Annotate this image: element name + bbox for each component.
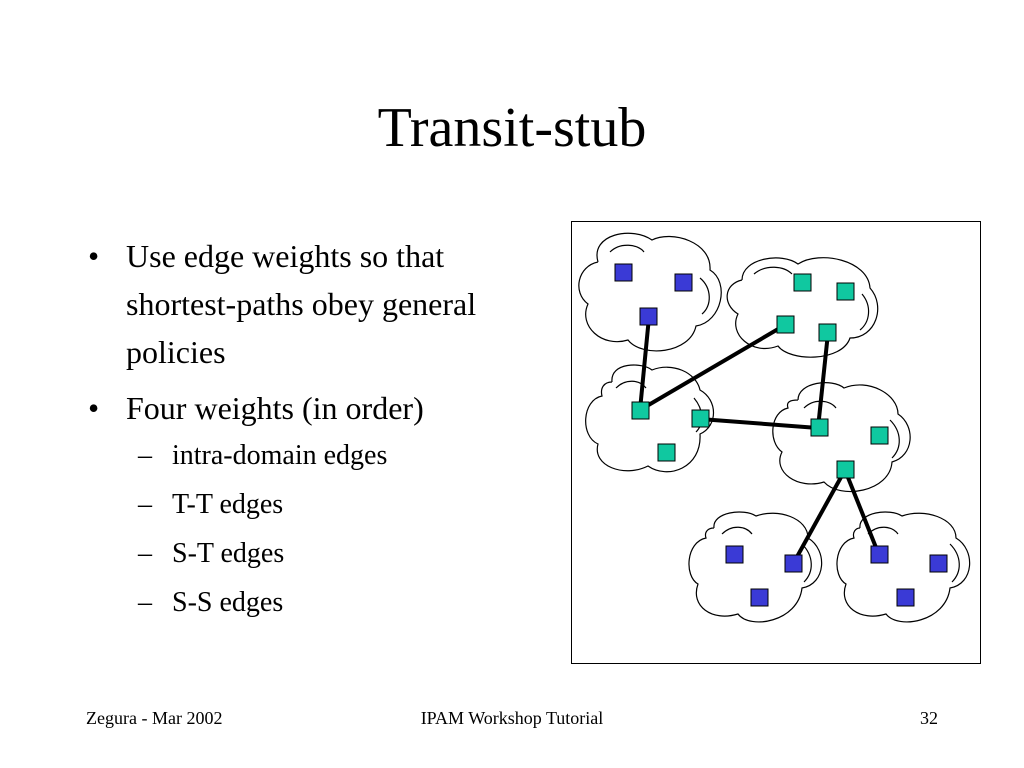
transit-stub-diagram [571, 221, 981, 664]
sub-bullet-text: T-T edges [172, 489, 284, 520]
transit-node [631, 401, 650, 420]
inter-domain-edges [638, 316, 881, 565]
transit-node [691, 409, 710, 428]
stub-node [870, 545, 889, 564]
stub-node [639, 307, 658, 326]
bullet-text: Four weights (in order) [126, 390, 424, 426]
edge-stub1-transit2 [638, 316, 651, 411]
diagram-canvas [578, 232, 971, 623]
transit-node [810, 418, 829, 437]
transit-node [776, 315, 795, 334]
domain-cloud-stub-2 [688, 511, 823, 623]
bullet-item: • Four weights (in order) [84, 384, 554, 432]
dash-marker: – [138, 587, 152, 618]
edge-transit3-stub2 [791, 469, 847, 565]
stub-node [725, 545, 744, 564]
edge-transit2-transit1 [638, 323, 787, 412]
bullet-marker: • [88, 238, 100, 274]
transit-node [657, 443, 676, 462]
bullet-list: • Use edge weights so that shortest-path… [84, 232, 554, 636]
footer-author-date: Zegura - Mar 2002 [86, 708, 223, 728]
bullet-marker: • [88, 390, 100, 426]
stub-node [784, 554, 803, 573]
edge-transit1-transit3 [816, 332, 830, 429]
dash-marker: – [138, 440, 152, 471]
sub-bullet-item: – S-S edges [84, 587, 554, 619]
sub-bullet-item: – S-T edges [84, 538, 554, 570]
slide-title: Transit-stub [377, 97, 647, 159]
stub-node [674, 273, 693, 292]
footer-event-title: IPAM Workshop Tutorial [420, 708, 604, 728]
dash-marker: – [138, 538, 152, 569]
transit-node [870, 426, 889, 445]
sub-bullet-container: – intra-domain edges – T-T edges – S-T e… [84, 440, 554, 619]
sub-bullet-text: intra-domain edges [172, 440, 388, 471]
domain-cloud-stub-1 [578, 232, 722, 352]
stub-node [929, 554, 948, 573]
dash-marker: – [138, 489, 152, 520]
slide-number: 32 [920, 708, 938, 728]
edge-transit3-stub3 [843, 469, 881, 556]
stub-node [614, 263, 633, 282]
transit-node [836, 460, 855, 479]
stub-node [896, 588, 915, 607]
edge-transit2-transit3 [699, 417, 819, 430]
sub-bullet-item: – intra-domain edges [84, 440, 554, 472]
transit-node [793, 273, 812, 292]
sub-bullet-item: – T-T edges [84, 489, 554, 521]
domain-cloud-transit-1 [726, 257, 879, 358]
bullet-text: Use edge weights so that shortest-paths … [126, 238, 477, 370]
transit-node [818, 323, 837, 342]
stub-node [750, 588, 769, 607]
sub-bullet-text: S-T edges [172, 538, 285, 569]
sub-bullet-text: S-S edges [172, 587, 284, 618]
bullet-item: • Use edge weights so that shortest-path… [84, 232, 554, 376]
sub-bullet-list: – intra-domain edges – T-T edges – S-T e… [84, 440, 554, 619]
transit-node [836, 282, 855, 301]
